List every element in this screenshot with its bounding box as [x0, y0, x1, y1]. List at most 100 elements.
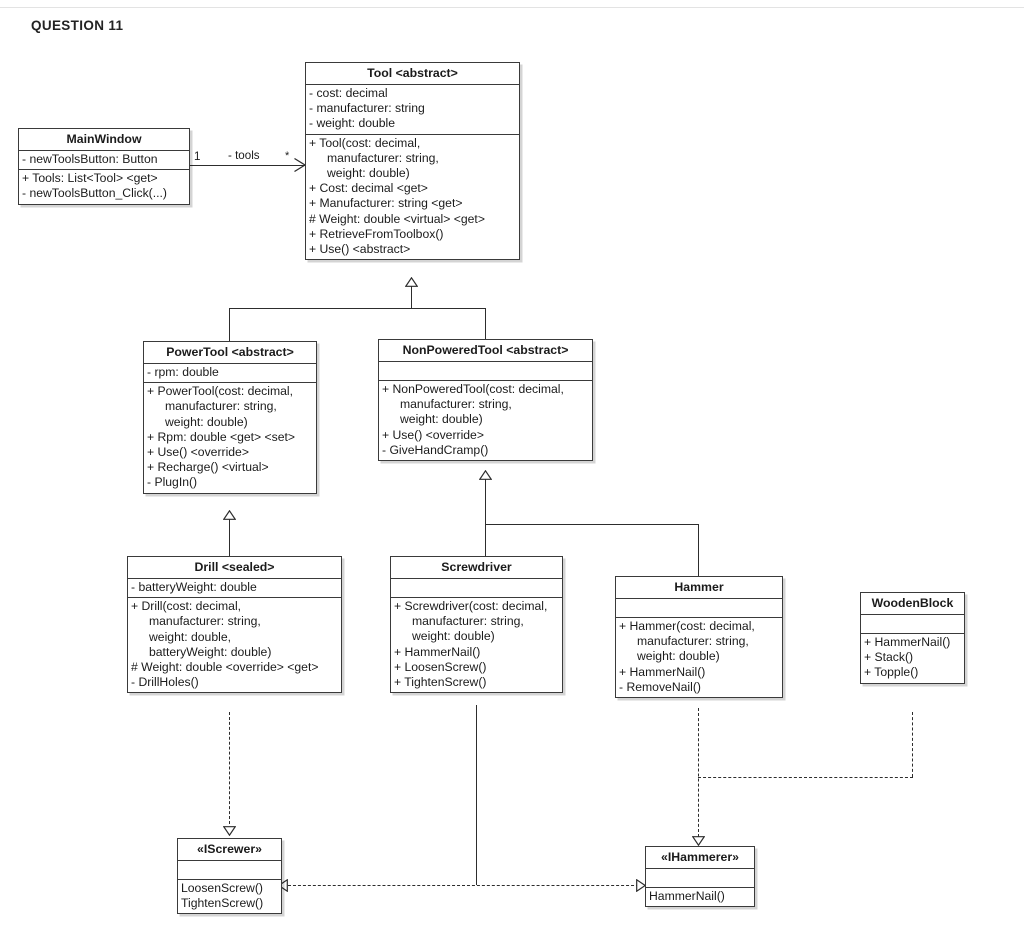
class-box-nonpoweredtool[interactable]: NonPoweredTool <abstract> + NonPoweredTo… — [378, 339, 593, 462]
attributes-ihammerer — [646, 869, 754, 888]
attributes-woodenblock — [861, 615, 964, 634]
operation-row: + Screwdriver(cost: decimal, — [394, 599, 548, 613]
realization-arrow-ihammerer-top — [692, 836, 705, 846]
operation-row: + Use() <override> — [382, 427, 484, 442]
operations-mainwindow: + Tools: List<Tool> <get> - newToolsButt… — [19, 170, 189, 203]
operation-row: - GiveHandCramp() — [382, 442, 489, 457]
attributes-powertool: - rpm: double — [144, 364, 316, 384]
operation-row: TightenScrew() — [181, 896, 264, 911]
class-name-tool: Tool <abstract> — [306, 63, 519, 85]
generalization-arrow-powertool — [223, 510, 236, 520]
operation-row: + TightenScrew() — [394, 675, 487, 690]
class-box-hammer[interactable]: Hammer + Hammer(cost: decimal, manufactu… — [615, 576, 783, 699]
class-box-mainwindow[interactable]: MainWindow - newToolsButton: Button + To… — [18, 128, 190, 205]
realization-arrow-ihammerer-left — [636, 879, 646, 892]
class-name-powertool: PowerTool <abstract> — [144, 342, 316, 364]
operation-row: # Weight: double <virtual> <get> — [309, 211, 485, 226]
class-box-tool[interactable]: Tool <abstract> - cost: decimal - manufa… — [305, 62, 520, 261]
interface-box-iscrewer[interactable]: «IScrewer» LoosenScrew() TightenScrew() — [177, 838, 282, 915]
realization-arrow-iscrewer-right — [278, 879, 288, 892]
realization-line-woodenblock-across — [698, 777, 913, 778]
operation-row: manufacturer: string, — [165, 399, 277, 414]
attributes-drill: - batteryWeight: double — [128, 579, 341, 599]
operation-row: - DrillHoles() — [131, 675, 199, 690]
operation-row: weight: double) — [165, 414, 248, 429]
operation-row: + Hammer(cost: decimal, — [619, 619, 755, 633]
operation-row: LoosenScrew() — [181, 881, 263, 895]
class-name-woodenblock: WoodenBlock — [861, 593, 964, 615]
operation-row: + PowerTool(cost: decimal, — [147, 384, 293, 399]
class-box-screwdriver[interactable]: Screwdriver + Screwdriver(cost: decimal,… — [390, 556, 563, 694]
generalization-drop-nonpoweredtool — [485, 308, 487, 339]
page-title: QUESTION 11 — [31, 18, 124, 33]
class-box-powertool[interactable]: PowerTool <abstract> - rpm: double + Pow… — [143, 341, 317, 494]
assoc-role-label: - tools — [228, 149, 260, 162]
generalization-stem-nonpoweredtool — [485, 479, 487, 556]
operation-row: + RetrieveFromToolbox() — [309, 226, 444, 241]
operations-nonpoweredtool: + NonPoweredTool(cost: decimal, manufact… — [379, 381, 592, 460]
generalization-bus-tool — [229, 308, 486, 310]
attributes-mainwindow: - newToolsButton: Button — [19, 151, 189, 171]
attribute-row: - newToolsButton: Button — [22, 152, 158, 166]
attribute-row: - cost: decimal — [309, 86, 388, 100]
attribute-row: - rpm: double — [147, 365, 219, 379]
class-name-nonpoweredtool: NonPoweredTool <abstract> — [379, 340, 592, 362]
class-name-screwdriver: Screwdriver — [391, 557, 562, 579]
operation-row: manufacturer: string, — [327, 150, 439, 165]
operation-row: weight: double) — [400, 412, 483, 427]
assoc-line-mainwindow-tool — [190, 165, 305, 167]
operation-row: + Recharge() <virtual> — [147, 460, 269, 475]
operation-row: + HammerNail() — [864, 635, 951, 649]
operation-row: weight: double) — [327, 166, 410, 181]
operation-row: - newToolsButton_Click(...) — [22, 186, 167, 201]
page-top-divider — [0, 7, 1024, 8]
attribute-row: - weight: double — [309, 116, 396, 131]
generalization-line-drill-powertool — [229, 519, 231, 556]
interface-name-ihammerer: «IHammerer» — [646, 847, 754, 869]
operation-row: + Tool(cost: decimal, — [309, 135, 421, 150]
operation-row: - RemoveNail() — [619, 679, 701, 694]
operations-screwdriver: + Screwdriver(cost: decimal, manufacture… — [391, 598, 562, 692]
class-box-woodenblock[interactable]: WoodenBlock + HammerNail() + Stack() + T… — [860, 592, 965, 684]
operation-row: + Tools: List<Tool> <get> — [22, 171, 158, 186]
assoc-source-multiplicity: 1 — [194, 150, 201, 163]
operation-row: - PlugIn() — [147, 475, 198, 490]
attributes-screwdriver — [391, 579, 562, 598]
operation-row: # Weight: double <override> <get> — [131, 660, 319, 675]
operation-row: weight: double) — [412, 629, 495, 644]
operations-ihammerer: HammerNail() — [646, 888, 754, 906]
attributes-tool: - cost: decimal - manufacturer: string -… — [306, 85, 519, 135]
operation-row: weight: double, — [149, 629, 231, 644]
operation-row: manufacturer: string, — [149, 614, 261, 629]
operation-row: + HammerNail() — [394, 644, 481, 659]
operation-row: manufacturer: string, — [637, 634, 749, 649]
realization-line-iscrewer-ihammerer — [288, 885, 639, 886]
operation-row: HammerNail() — [649, 889, 725, 903]
class-name-hammer: Hammer — [616, 577, 782, 599]
operation-row: manufacturer: string, — [400, 397, 512, 412]
generalization-drop-hammer — [698, 524, 700, 576]
operation-row: + Stack() — [864, 650, 914, 665]
operation-row: + Use() <override> — [147, 445, 249, 460]
operations-drill: + Drill(cost: decimal, manufacturer: str… — [128, 598, 341, 692]
operation-row: + Cost: decimal <get> — [309, 181, 428, 196]
operation-row: + Use() <abstract> — [309, 242, 411, 257]
operations-woodenblock: + HammerNail() + Stack() + Topple() — [861, 634, 964, 683]
operations-hammer: + Hammer(cost: decimal, manufacturer: st… — [616, 618, 782, 697]
operations-iscrewer: LoosenScrew() TightenScrew() — [178, 880, 281, 913]
operations-tool: + Tool(cost: decimal, manufacturer: stri… — [306, 135, 519, 260]
class-box-drill[interactable]: Drill <sealed> - batteryWeight: double +… — [127, 556, 342, 694]
operation-row: + Rpm: double <get> <set> — [147, 429, 296, 444]
operation-row: + Topple() — [864, 665, 919, 680]
attributes-nonpoweredtool — [379, 362, 592, 381]
realization-line-drill-iscrewer — [229, 712, 230, 824]
generalization-stem-tool — [411, 286, 413, 309]
realization-line-woodenblock-down — [912, 712, 913, 777]
operation-row: weight: double) — [637, 649, 720, 664]
realization-arrow-iscrewer-top — [223, 826, 236, 836]
attribute-row: - batteryWeight: double — [131, 580, 257, 594]
operation-row: + LoosenScrew() — [394, 659, 487, 674]
attribute-row: - manufacturer: string — [309, 101, 425, 116]
interface-box-ihammerer[interactable]: «IHammerer» HammerNail() — [645, 846, 755, 908]
class-name-mainwindow: MainWindow — [19, 129, 189, 151]
